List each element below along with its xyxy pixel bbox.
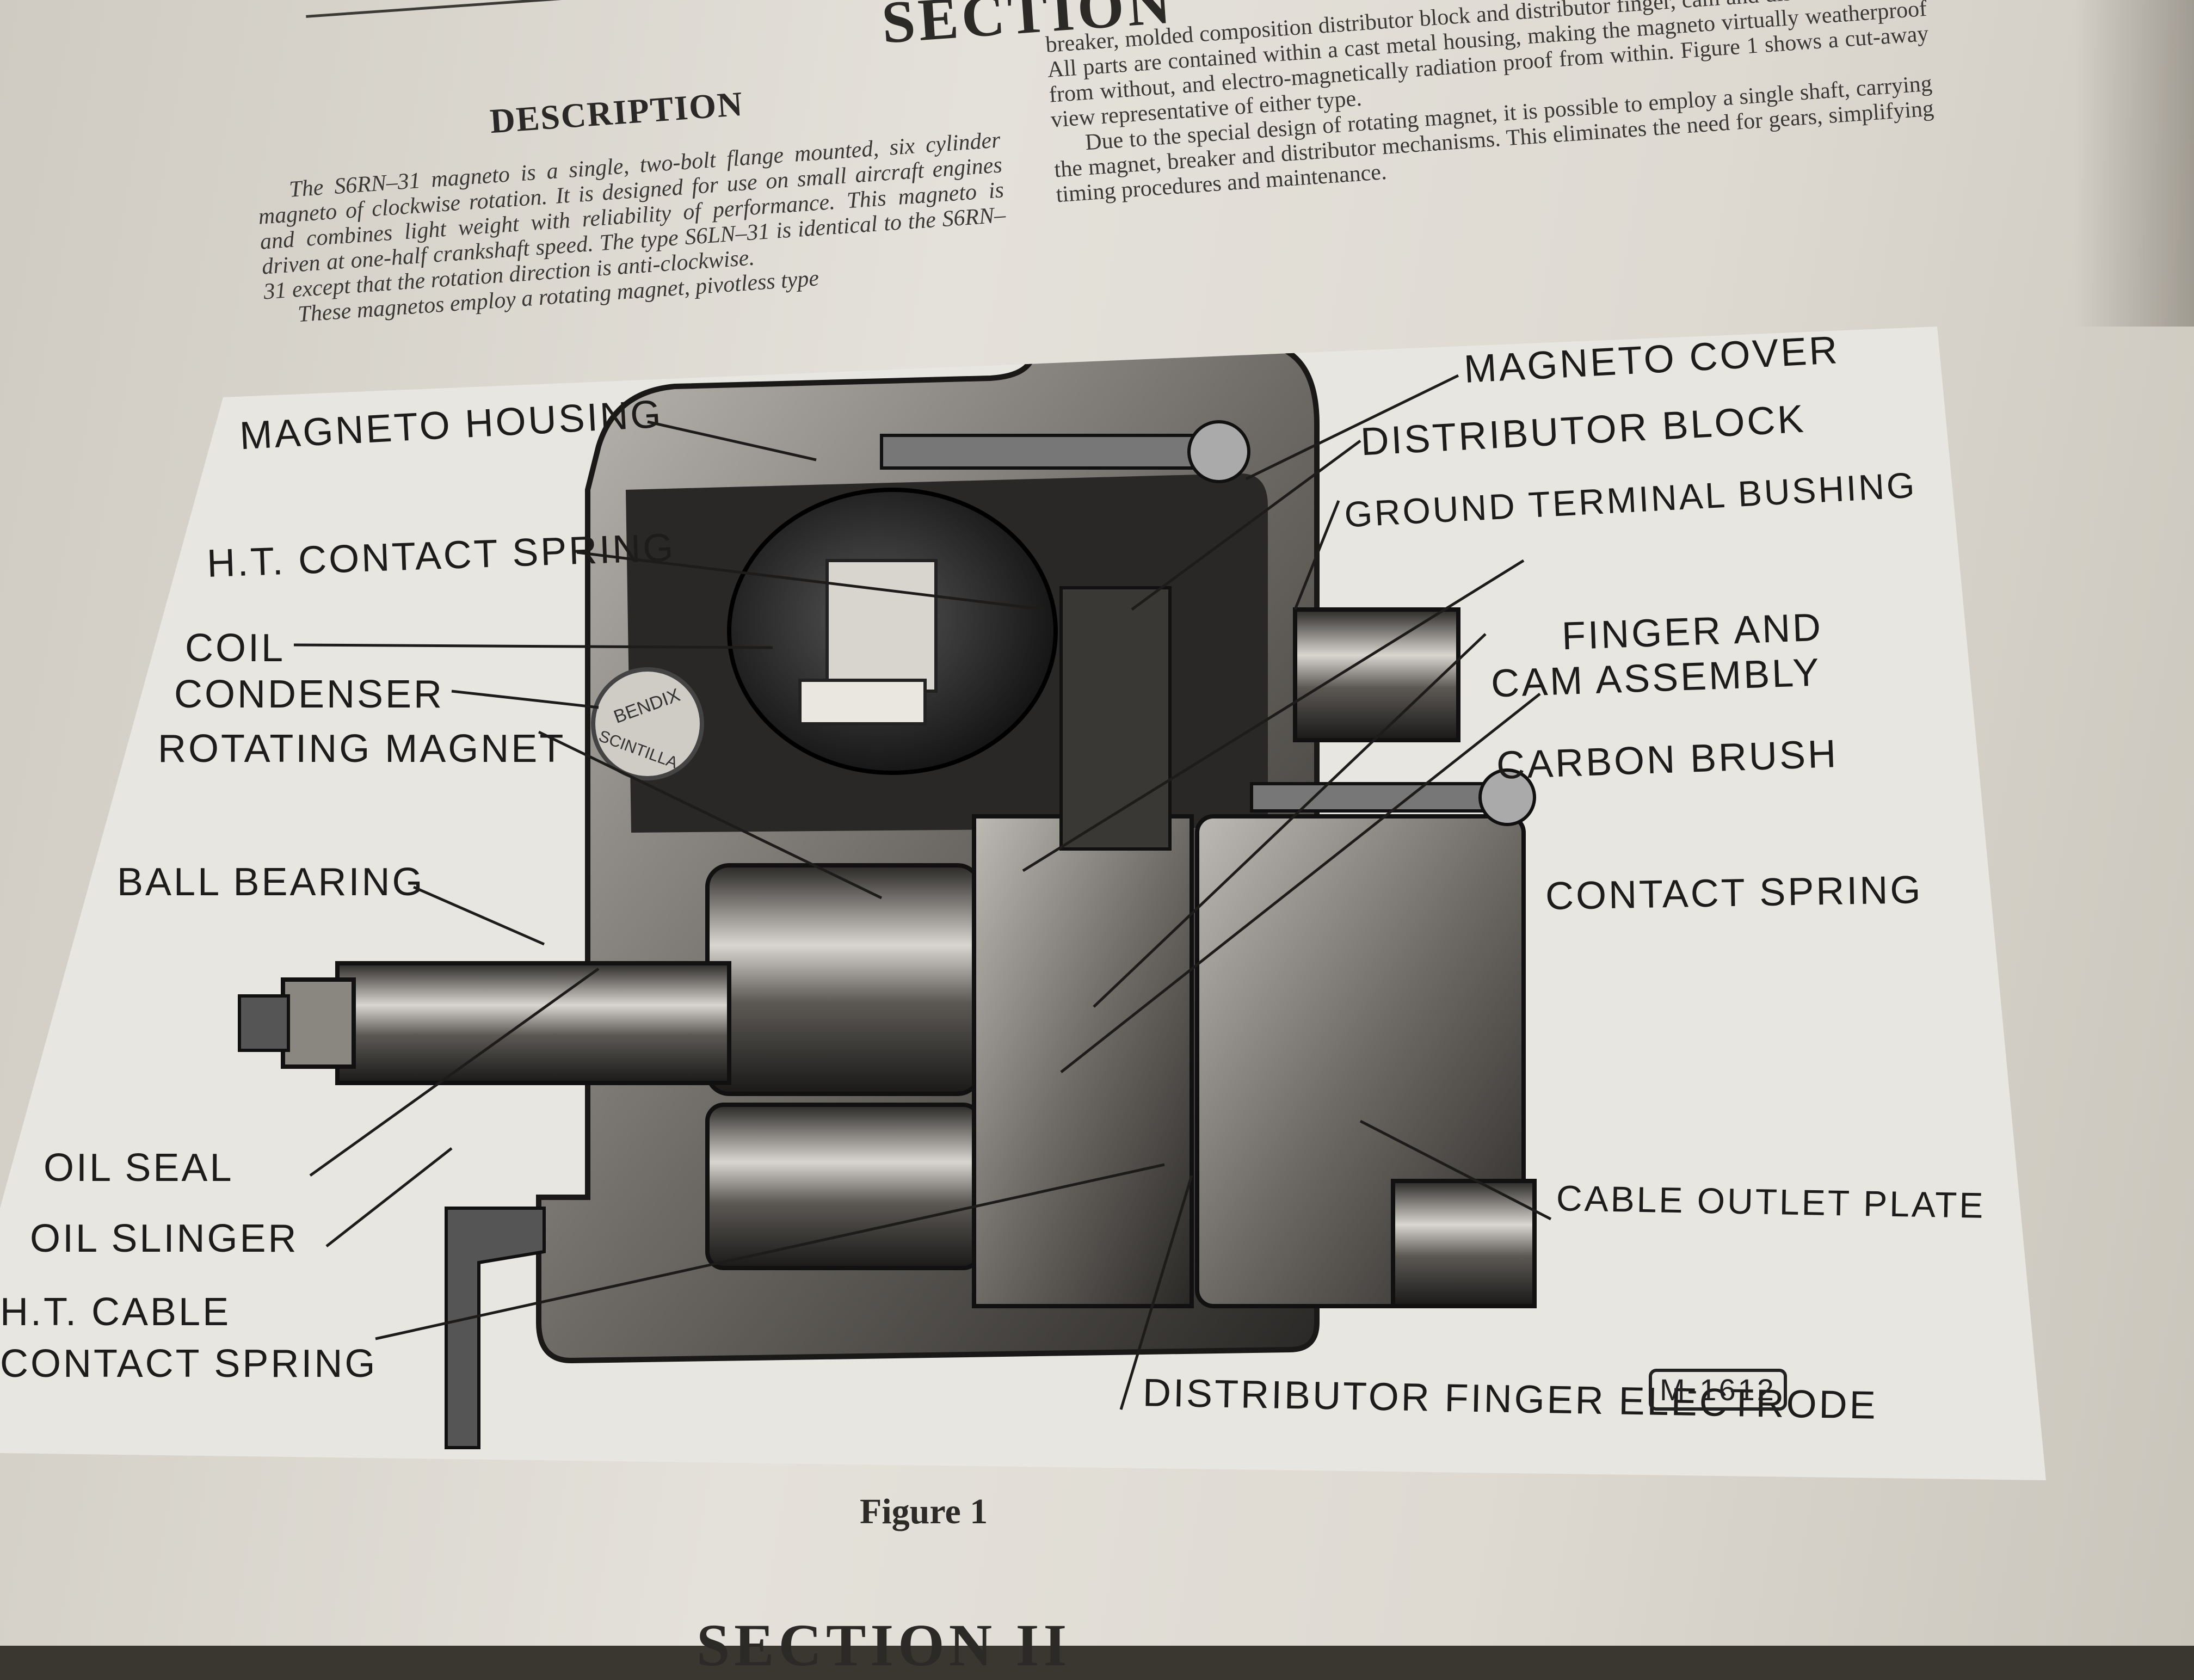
leader-lines: [293, 374, 1552, 1410]
description-title: DESCRIPTION: [489, 84, 745, 141]
cover-screw-shape: [880, 434, 1221, 470]
distributor-block-shape: [972, 814, 1194, 1308]
figure-panel: BENDIX SCINTILLA: [0, 327, 2046, 1480]
page-edge-shadow: [2074, 0, 2194, 327]
finger-cam-shape: [1059, 586, 1172, 851]
label-oil-seal: OIL SEAL: [44, 1146, 234, 1190]
label-coil: COIL: [185, 626, 286, 670]
condenser-nameplate: [591, 667, 704, 780]
label-condenser: CONDENSER: [174, 673, 445, 716]
description-left-column: The S6RN–31 magneto is a single, two-bol…: [256, 127, 1010, 329]
shaft-nut-shape: [281, 977, 356, 1069]
base-foot-shape: [445, 1207, 546, 1449]
label-cable-outlet-plate: CABLE OUTLET PLATE: [1556, 1178, 1986, 1226]
magnet-lower-shape: [705, 1103, 982, 1270]
label-oil-slinger: OIL SLINGER: [30, 1217, 299, 1260]
description-right-column: breaker, molded composition distributor …: [1045, 0, 1937, 207]
label-ht-cable: H.T. CABLE: [0, 1290, 231, 1334]
cable-outlet-shape: [1391, 1179, 1537, 1308]
figure-caption: Figure 1: [860, 1492, 988, 1531]
coil-lamination-shape: [798, 679, 927, 725]
header-rule: [304, 0, 741, 18]
shaft-thread-shape: [238, 994, 290, 1052]
ground-terminal-shape: [1293, 607, 1460, 742]
label-ball-bearing: BALL BEARING: [117, 860, 425, 904]
label-finger-and: FINGER AND: [1561, 605, 1824, 659]
label-contact-spring: CONTACT SPRING: [1545, 867, 1924, 919]
label-rotating-magnet: ROTATING MAGNET: [158, 727, 566, 771]
rotating-magnet-shape: [705, 863, 982, 1096]
coil-core-shape: [825, 559, 938, 693]
drawing-code: M-1612: [1649, 1369, 1787, 1411]
shaft-shape: [335, 961, 731, 1085]
side-screw-shape: [1250, 782, 1503, 813]
side-screw-head: [1478, 768, 1536, 826]
label-ht-cable-contact-spring: CONTACT SPRING: [0, 1342, 378, 1386]
magneto-cutaway-illustration: BENDIX SCINTILLA: [238, 340, 1552, 1449]
cover-screw-head: [1187, 420, 1250, 483]
